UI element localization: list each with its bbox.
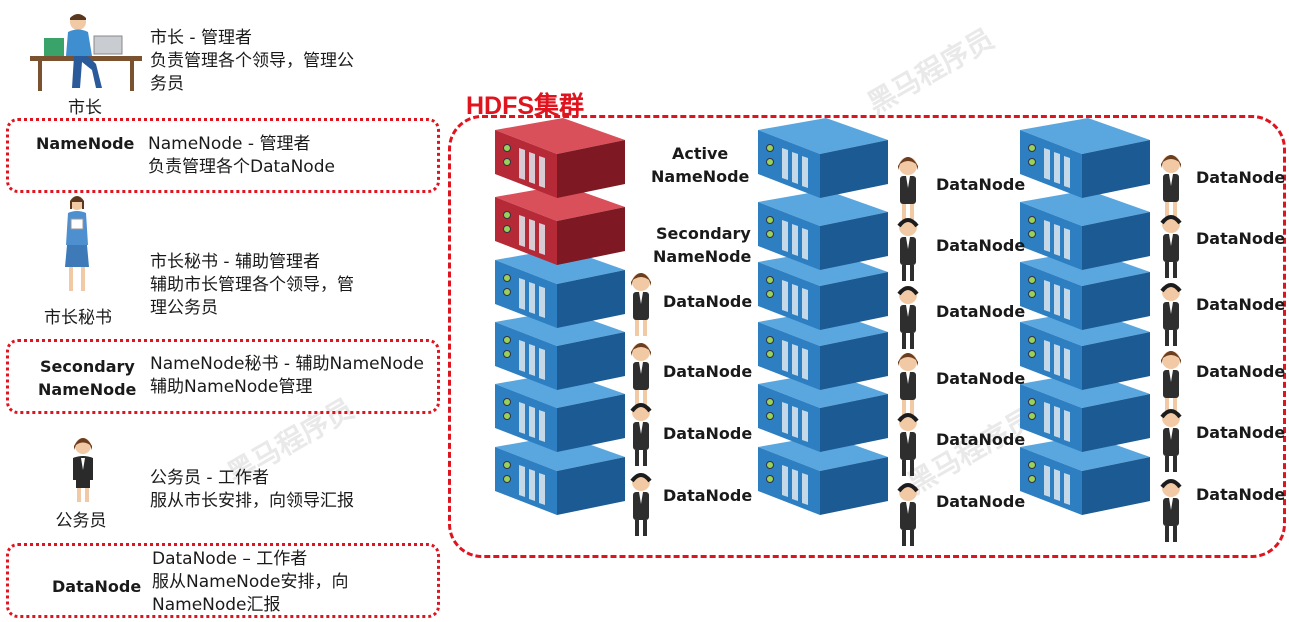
male-worker-icon	[630, 473, 652, 536]
female-worker-icon	[631, 273, 651, 336]
datanode-server-icon	[1020, 118, 1150, 198]
datanode-node-label: DataNode	[1196, 362, 1286, 381]
clerk-desc-2: 服从市长安排，向领导汇报	[150, 491, 354, 511]
datanode-node-label: DataNode	[936, 175, 1026, 194]
datanode-node-label: DataNode	[663, 424, 753, 443]
male-worker-icon	[897, 218, 919, 281]
secondary-desc-1: NameNode秘书 - 辅助NameNode	[150, 354, 424, 374]
secondary-node-label-2: NameNode	[653, 247, 752, 266]
datanode-server-icon	[495, 310, 625, 390]
male-worker-icon	[1160, 215, 1182, 278]
clerk-caption: 公务员	[55, 511, 107, 531]
male-worker-icon	[1160, 283, 1182, 346]
datanode-server-icon	[758, 118, 888, 198]
datanode-desc-3: NameNode汇报	[152, 595, 281, 615]
mayor-desc-3: 务员	[150, 74, 184, 94]
secretary-caption: 市长秘书	[44, 308, 112, 328]
mayor-desk-icon	[30, 14, 142, 91]
mayor-caption: 市长	[68, 98, 102, 118]
namenode-label: NameNode	[36, 134, 135, 153]
datanode-server-icon	[495, 372, 625, 452]
secondary-namenode-box	[6, 339, 440, 414]
namenode-box	[6, 118, 440, 193]
datanode-node-label: DataNode	[1196, 423, 1286, 442]
male-worker-icon	[1160, 409, 1182, 472]
hdfs-cluster-box	[448, 115, 1286, 558]
male-worker-icon	[1160, 479, 1182, 542]
datanode-node-label: DataNode	[1196, 295, 1286, 314]
male-worker-icon	[897, 286, 919, 349]
female-worker-icon	[898, 353, 918, 416]
namenode-desc-2: 负责管理各个DataNode	[148, 157, 335, 177]
active-label-2: NameNode	[651, 167, 750, 186]
male-worker-icon	[897, 483, 919, 546]
datanode-desc-2: 服从NameNode安排，向	[152, 572, 349, 592]
secretary-desc-1: 市长秘书 - 辅助管理者	[150, 252, 320, 272]
datanode-node-label: DataNode	[1196, 485, 1286, 504]
datanode-node-label: DataNode	[936, 236, 1026, 255]
namenode-server-icon	[495, 118, 625, 198]
male-worker-icon	[897, 413, 919, 476]
datanode-node-label: DataNode	[663, 362, 753, 381]
datanode-desc-1: DataNode – 工作者	[152, 549, 308, 569]
secretary-icon	[65, 196, 89, 291]
clerk-icon	[73, 438, 93, 502]
secondary-node-label-1: Secondary	[656, 224, 751, 243]
datanode-node-label: DataNode	[663, 292, 753, 311]
namenode-desc-1: NameNode - 管理者	[148, 134, 311, 154]
secretary-desc-2: 辅助市长管理各个领导，管	[150, 275, 354, 295]
female-worker-icon	[898, 157, 918, 220]
datanode-node-label: DataNode	[936, 302, 1026, 321]
datanode-box	[6, 543, 440, 618]
datanode-node-label: DataNode	[1196, 168, 1286, 187]
female-worker-icon	[1161, 155, 1181, 218]
secondary-label-2: NameNode	[38, 380, 137, 399]
mayor-desc-1: 市长 - 管理者	[150, 28, 252, 48]
datanode-server-icon	[495, 435, 625, 515]
secondary-desc-2: 辅助NameNode管理	[150, 377, 313, 397]
datanode-node-label: DataNode	[663, 486, 753, 505]
active-label-1: Active	[672, 144, 729, 163]
secondary-label-1: Secondary	[40, 357, 135, 376]
datanode-server-icon	[1020, 190, 1150, 270]
datanode-server-icon	[1020, 372, 1150, 452]
female-worker-icon	[631, 343, 651, 406]
datanode-node-label: DataNode	[936, 492, 1026, 511]
datanode-server-icon	[758, 372, 888, 452]
datanode-server-icon	[758, 190, 888, 270]
secretary-desc-3: 理公务员	[150, 298, 218, 318]
datanode-server-icon	[1020, 435, 1150, 515]
datanode-server-icon	[495, 248, 625, 328]
clerk-desc-1: 公务员 - 工作者	[150, 468, 269, 488]
datanode-node-label: DataNode	[936, 369, 1026, 388]
datanode-server-icon	[1020, 310, 1150, 390]
mayor-desc-2: 负责管理各个领导，管理公	[150, 51, 354, 71]
female-worker-icon	[1161, 351, 1181, 414]
datanode-server-icon	[1020, 250, 1150, 330]
namenode-server-icon	[495, 185, 625, 265]
datanode-node-label: DataNode	[936, 430, 1026, 449]
datanode-node-label: DataNode	[1196, 229, 1286, 248]
male-worker-icon	[630, 403, 652, 466]
datanode-server-icon	[758, 435, 888, 515]
datanode-label: DataNode	[52, 577, 142, 596]
